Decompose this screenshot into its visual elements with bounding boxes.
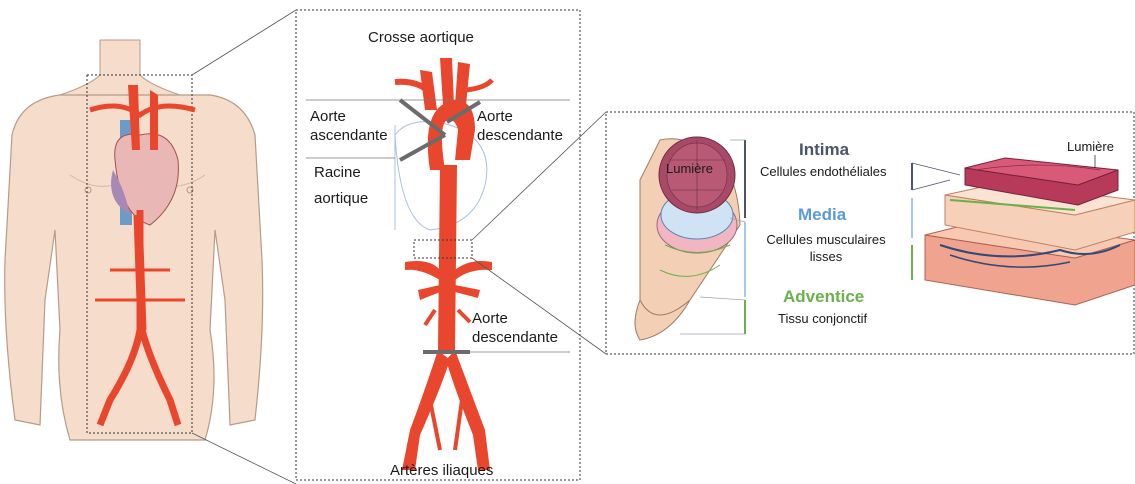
crosse-aortique-label: Crosse aortique <box>368 29 474 47</box>
media-title: Media <box>798 205 846 225</box>
arteres-iliaques-label: Artères iliaques <box>390 462 493 480</box>
intima-title: Intima <box>799 140 849 160</box>
adventice-description: Tissu conjonctif <box>778 311 867 327</box>
lumiere-block-label: Lumière <box>1067 139 1114 155</box>
media-description-line2: lisses <box>758 249 894 265</box>
aorte-descendante-top-label-line1: Aorte <box>477 108 513 126</box>
racine-aortique-label-line2: aortique <box>314 190 368 208</box>
lumiere-tube-label: Lumière <box>666 161 713 177</box>
aorte-descendante-top-label-line2: descendante <box>477 127 563 145</box>
aorte-ascendante-label-line1: Aorte <box>310 108 346 126</box>
aorte-descendante-bottom-label-line2: descendante <box>472 329 558 347</box>
aorta-panel <box>296 10 606 480</box>
media-description-line1: Cellules musculaires <box>758 232 894 248</box>
intima-description: Cellules endothéliales <box>760 164 886 180</box>
aorte-ascendante-label-line2: ascendante <box>310 127 388 145</box>
racine-aortique-label-line1: Racine <box>314 164 361 182</box>
torso-figure <box>5 10 296 484</box>
aorte-descendante-bottom-label-line1: Aorte <box>472 310 508 328</box>
adventice-title: Adventice <box>783 287 864 307</box>
